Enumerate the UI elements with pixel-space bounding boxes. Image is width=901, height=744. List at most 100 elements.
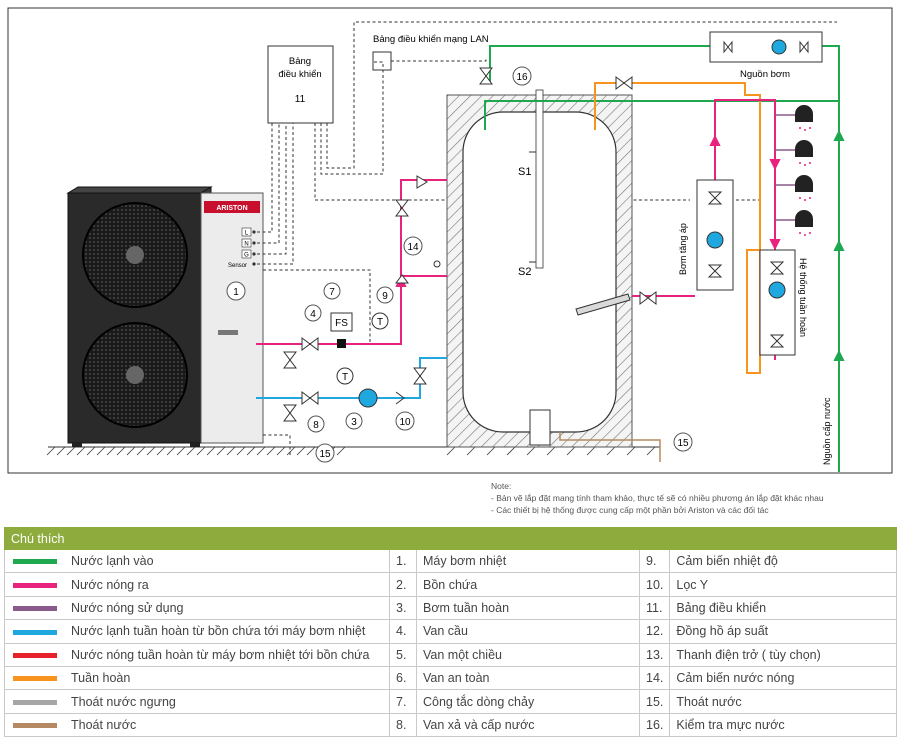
- legend-item-number: 10.: [638, 572, 671, 597]
- legend-color-cell: Tuần hoàn: [4, 665, 390, 691]
- legend-swatch: [13, 676, 57, 682]
- legend-item-number: 8.: [389, 712, 417, 738]
- pump-source-box: Nguồn bơm: [709, 31, 823, 80]
- legend-item-text: Van một chiều: [416, 642, 640, 667]
- legend-swatch: [13, 629, 57, 635]
- legend-header: Chú thích: [4, 527, 897, 550]
- legend-item-text: Kiểm tra mực nước: [669, 712, 897, 738]
- note-line-1: - Bản vẽ lắp đặt mang tính tham khảo, th…: [491, 493, 824, 503]
- note: Note: - Bản vẽ lắp đặt mang tính tham kh…: [491, 480, 824, 516]
- sensor-s2: S2: [518, 266, 531, 278]
- legend-item-text: Cảm biến nước nóng: [669, 665, 897, 691]
- legend-row: Nước lạnh tuần hoàn từ bồn chứa tới máy …: [4, 619, 897, 644]
- nguon-cap-nuoc-label: Nguồn cấp nước: [822, 397, 832, 465]
- legend-color-cell: Nước lạnh tuần hoàn từ bồn chứa tới máy …: [4, 619, 390, 644]
- hp-loop-devices: FS T T: [283, 67, 657, 422]
- legend-item-text: Cảm biến nhiệt độ: [669, 548, 897, 574]
- legend-item-number: 3.: [389, 595, 417, 621]
- legend-item-text: Bơm tuần hoàn: [416, 595, 640, 621]
- legend-color-label: Nước nóng tuần hoàn từ máy bơm nhiệt tới…: [71, 647, 370, 662]
- ariston-logo-plate: [204, 201, 260, 213]
- legend-item-text: Thanh điện trở ( tùy chọn): [669, 642, 897, 667]
- shower-heads: [775, 105, 813, 236]
- legend-item-number: 15.: [638, 689, 671, 714]
- lan-panel-box: [372, 51, 392, 71]
- lan-panel-label: Bảng điều khiển mạng LAN: [373, 34, 489, 45]
- booster-pump-box: Bơm tăng áp: [678, 179, 734, 291]
- note-line-2: - Các thiết bị hệ thống được cung cấp mộ…: [491, 505, 769, 515]
- label-9: 9: [382, 291, 388, 302]
- temp-sensor-t2: T: [342, 372, 348, 383]
- legend-swatch: [13, 582, 57, 588]
- legend-item-number: 2.: [389, 572, 417, 597]
- nguon-bom-label: Nguồn bơm: [740, 69, 790, 80]
- legend-color-cell: Nước nóng ra: [4, 572, 390, 597]
- legend-item-text: Bảng điều khiển: [669, 595, 897, 621]
- note-title: Note:: [491, 481, 512, 491]
- label-4: 4: [310, 309, 316, 320]
- callouts: 7 4 9 3 8 10 14 16 15 15: [304, 66, 693, 463]
- he-thong-label: Hệ thống tuần hoàn: [798, 258, 808, 337]
- svg-text:Bảng: Bảng: [289, 56, 311, 67]
- label-10: 10: [399, 417, 411, 428]
- legend-item-number: 6.: [389, 665, 417, 691]
- legend-item-text: Van cầu: [416, 619, 640, 644]
- label-15b: 15: [677, 438, 689, 449]
- ground: [46, 446, 660, 456]
- legend-color-cell: Thoát nước: [4, 712, 390, 738]
- legend-row: Nước nóng tuần hoàn từ máy bơm nhiệt tới…: [4, 642, 897, 667]
- legend-item-number: 5.: [389, 642, 417, 667]
- legend-item-text: Bồn chứa: [416, 572, 640, 597]
- legend-item-number: 4.: [389, 619, 417, 644]
- svg-text:11: 11: [295, 94, 306, 105]
- terminal-n: N: [244, 242, 248, 248]
- temp-sensor-t1: T: [377, 317, 383, 328]
- legend-swatch: [13, 723, 57, 729]
- label-8: 8: [313, 420, 319, 431]
- installation-diagram: ARISTON L N G Sensor 1 Bảng điều khiển 1…: [7, 7, 893, 474]
- legend-item-text: Van an toàn: [416, 665, 640, 691]
- legend-color-cell: Thoát nước ngưng: [4, 689, 390, 714]
- legend-item-text: Máy bơm nhiệt: [416, 548, 640, 574]
- legend-swatch: [13, 606, 57, 612]
- terminal-l: L: [245, 231, 249, 237]
- heat-pump-unit: ARISTON L N G Sensor 1: [66, 186, 264, 447]
- storage-tank: S1 S2: [446, 89, 633, 448]
- legend-item-number: 11.: [638, 595, 671, 621]
- heating-element: [575, 293, 631, 316]
- sensor-s1: S1: [518, 166, 531, 178]
- terminal-g: G: [244, 253, 249, 259]
- circulation-pipe: [594, 82, 761, 374]
- legend-item-number: 16.: [638, 712, 671, 738]
- label-1: 1: [233, 287, 239, 298]
- sensor-well: [535, 89, 544, 269]
- legend-item-text: Van xả và cấp nước: [416, 712, 640, 738]
- legend-color-cell: Nước lạnh vào: [4, 548, 390, 574]
- control-panel-11: Bảng điều khiển 11: [267, 45, 334, 124]
- legend-color-label: Nước lạnh vào: [71, 554, 154, 569]
- sensor-label: Sensor: [228, 263, 247, 269]
- legend-item-text: Công tắc dòng chảy: [416, 689, 640, 714]
- legend-item-text: Lọc Y: [669, 572, 897, 597]
- drain-pipe: [559, 432, 661, 462]
- legend-swatch: [13, 559, 57, 565]
- legend-color-cell: Nước nóng sử dụng: [4, 595, 390, 621]
- legend-color-label: Tuần hoàn: [71, 671, 131, 686]
- legend-color-label: Nước nóng sử dụng: [71, 600, 184, 615]
- legend-color-cell: Nước nóng tuần hoàn từ máy bơm nhiệt tới…: [4, 642, 390, 667]
- legend-item-number: 12.: [638, 619, 671, 644]
- legend-item-number: 13.: [638, 642, 671, 667]
- legend-item-number: 1.: [389, 548, 417, 574]
- label-3: 3: [351, 417, 357, 428]
- legend-color-label: Nước nóng ra: [71, 577, 149, 592]
- legend-item-text: Thoát nước: [669, 689, 897, 714]
- recirculation-box: Hệ thống tuần hoàn: [759, 249, 808, 356]
- label-7: 7: [329, 287, 335, 298]
- legend-item-number: 14.: [638, 665, 671, 691]
- legend-color-label: Nước lạnh tuần hoàn từ bồn chứa tới máy …: [71, 624, 366, 639]
